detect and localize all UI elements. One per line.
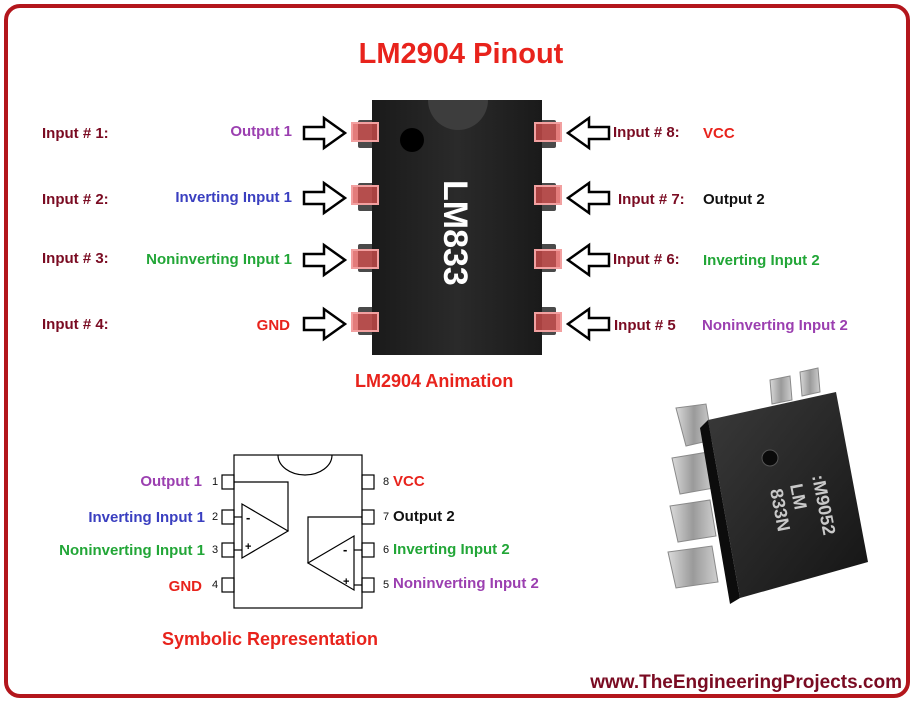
- symbol-label-2: Inverting Input 1: [88, 509, 205, 526]
- left-pin-label-4: Input # 4:: [42, 316, 109, 333]
- opamp-1-output-wire: [234, 481, 289, 531]
- animation-caption: LM2904 Animation: [355, 371, 514, 391]
- right-pin-label-6: Input # 6:: [613, 251, 680, 268]
- arrow-left-2: [302, 180, 348, 216]
- pin1-dot: [400, 128, 424, 152]
- photo-dot: [761, 449, 779, 467]
- symbol-notch: [277, 454, 333, 476]
- opamp-1-minus-sign: -: [246, 510, 251, 525]
- left-pin-label-3: Input # 3:: [42, 250, 109, 267]
- opamp-2-output-wire: [307, 516, 362, 563]
- left-pin-function-1: Output 1: [230, 123, 292, 140]
- photo-leg-d: [667, 545, 719, 589]
- symbol-pin-number-4: 4: [212, 579, 219, 591]
- pad-2: [351, 185, 379, 205]
- right-pin-function-8: VCC: [703, 125, 735, 142]
- symbol-pin-1: [221, 474, 235, 490]
- symbol-pin-4: [221, 577, 235, 593]
- symbol-pin-number-5: 5: [383, 579, 390, 591]
- page-title: LM2904 Pinout: [358, 38, 564, 70]
- pad-6: [534, 249, 562, 269]
- symbol-label-1: Output 1: [140, 473, 202, 490]
- symbol-pin-number-7: 7: [383, 511, 390, 523]
- symbol-pin-number-3: 3: [212, 544, 219, 556]
- left-pin-function-4: GND: [256, 317, 290, 334]
- photo-marking-1: LM: [786, 482, 811, 511]
- right-pin-label-7: Input # 7:: [618, 191, 685, 208]
- symbol-label-3: Noninverting Input 1: [59, 542, 205, 559]
- left-pin-label-1: Input # 1:: [42, 125, 109, 142]
- symbol-diagram: [221, 454, 375, 609]
- pad-7: [534, 185, 562, 205]
- arrow-right-8: [565, 115, 611, 151]
- right-pin-label-8: Input # 8:: [613, 124, 680, 141]
- arrow-left-3: [302, 242, 348, 278]
- symbol-caption: Symbolic Representation: [162, 629, 379, 649]
- symbol-pin-7: [361, 509, 375, 525]
- footer-website: www.TheEngineeringProjects.com: [590, 672, 902, 693]
- right-pin-function-6: Inverting Input 2: [703, 252, 820, 269]
- photo-body-side: [700, 420, 740, 604]
- opamp-2-plus-sign: +: [343, 576, 350, 588]
- photo-body: [708, 392, 868, 598]
- symbol-pin-number-2: 2: [212, 511, 219, 523]
- left-pin-function-2: Inverting Input 1: [175, 189, 292, 206]
- chip-marking: LM833: [436, 180, 474, 286]
- right-pin-function-7: Output 2: [703, 191, 765, 208]
- symbol-pin-8: [361, 474, 375, 490]
- ic-photo: LM 833N :M9052: [667, 367, 868, 604]
- symbol-label-4: GND: [168, 578, 202, 595]
- pad-5: [534, 312, 562, 332]
- photo-leg-e: [769, 375, 793, 405]
- right-pin-function-5: Noninverting Input 2: [702, 317, 848, 334]
- arrow-right-7: [565, 180, 611, 216]
- symbol-label-7: Output 2: [393, 508, 455, 525]
- opamp-2: [306, 534, 355, 592]
- pad-1: [351, 122, 379, 142]
- opamp-2-minus-sign: -: [343, 542, 348, 557]
- chip-notch: [428, 100, 488, 130]
- symbol-label-5: Noninverting Input 2: [393, 575, 539, 592]
- symbol-pin-number-6: 6: [383, 544, 390, 556]
- symbol-pin-3: [221, 542, 235, 558]
- pad-8: [534, 122, 562, 142]
- right-pin-label-5: Input # 5: [614, 317, 676, 334]
- symbol-label-6: Inverting Input 2: [393, 541, 510, 558]
- symbol-pin-5: [361, 577, 375, 593]
- arrow-left-4: [302, 306, 348, 342]
- pad-4: [351, 312, 379, 332]
- opamp-1: [241, 502, 290, 560]
- dip-chip: LM833: [351, 100, 562, 355]
- pad-3: [351, 249, 379, 269]
- symbol-pin-6: [361, 542, 375, 558]
- symbol-label-8: VCC: [393, 473, 425, 490]
- photo-leg-c: [669, 499, 717, 543]
- photo-leg-f: [799, 367, 821, 397]
- left-pin-label-2: Input # 2:: [42, 191, 109, 208]
- arrows: [302, 115, 611, 342]
- outer-frame: [4, 4, 910, 698]
- arrow-right-5: [565, 306, 611, 342]
- arrow-left-1: [302, 115, 348, 151]
- symbol-pin-number-8: 8: [383, 476, 390, 488]
- symbol-pin-2: [221, 509, 235, 525]
- symbol-package: [233, 454, 363, 609]
- symbol-pin-number-1: 1: [212, 476, 219, 488]
- arrow-right-6: [565, 242, 611, 278]
- opamp-1-plus-sign: +: [245, 541, 252, 553]
- left-pin-function-3: Noninverting Input 1: [146, 251, 292, 268]
